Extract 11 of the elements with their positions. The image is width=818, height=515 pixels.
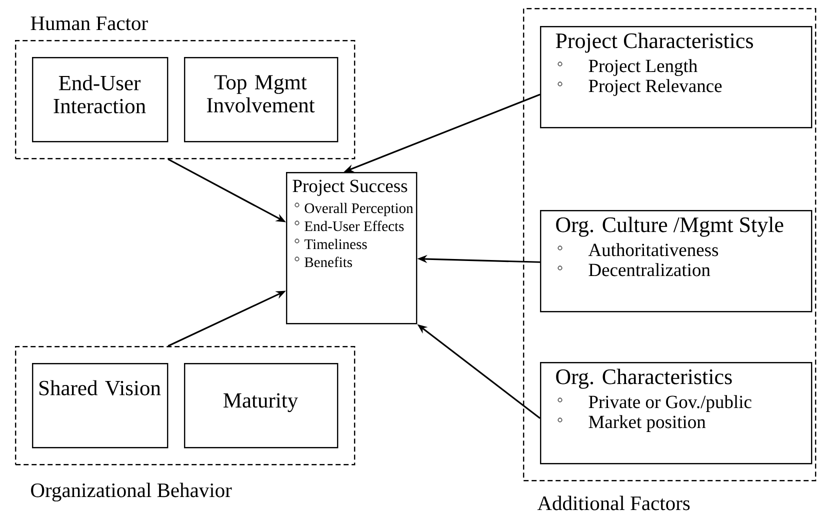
- factor-box: End-User Interaction: [32, 57, 168, 142]
- factor-box: Shared Vision: [32, 363, 168, 448]
- node-label: Organizational Behavior: [31, 482, 232, 502]
- node-label: Additional Factors: [537, 496, 690, 510]
- factor-box: Org. Culture /Mgmt Style Authoritativeness Decentralization: [540, 210, 812, 312]
- factor-box: Project Characteristics Project Length Project Relevance: [540, 26, 812, 128]
- factor-box: Org. Characteristics Private or Gov./public Market position: [540, 362, 812, 464]
- outcome-box: Project Success Overall Perception End-User Effects Timeliness Benefits: [286, 172, 418, 324]
- factor-box: Maturity: [184, 363, 338, 448]
- factor-box: Top Mgmt Involvement: [184, 57, 338, 142]
- node-label: Human Factor: [30, 16, 148, 30]
